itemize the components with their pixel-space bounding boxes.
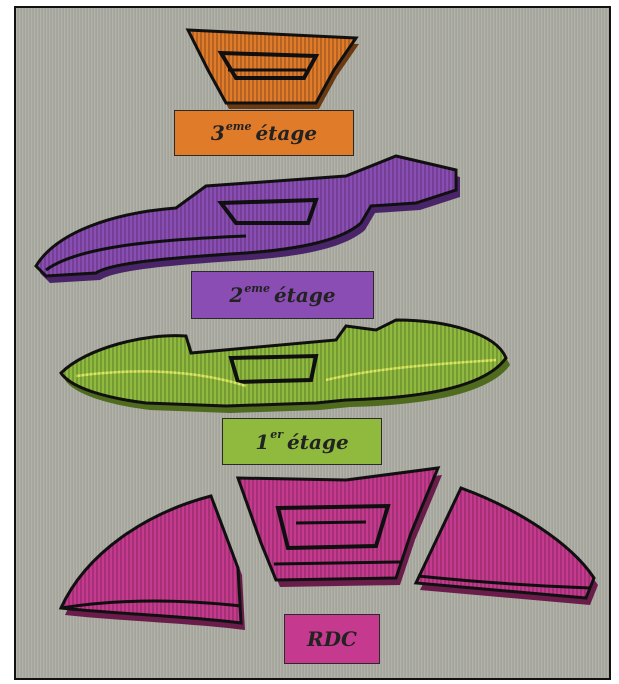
floor-2-number: 2 <box>229 283 244 307</box>
floor-2-name: étage <box>273 283 336 307</box>
floor-3-plan <box>185 28 359 109</box>
floor-3-suffix: eme <box>225 119 252 133</box>
floor-rdc-name: RDC <box>307 627 357 651</box>
floor-2-suffix: eme <box>244 281 270 295</box>
floor-3-name: étage <box>255 121 318 145</box>
floor-rdc-plan <box>58 466 598 630</box>
floor-1-number: 1 <box>255 429 270 454</box>
floor-3-number: 3 <box>210 121 225 145</box>
floor-plans-drawing <box>34 28 598 630</box>
floor-2-plan <box>34 154 460 283</box>
floor-1-suffix: er <box>270 428 284 441</box>
floor-1-plan <box>59 318 510 413</box>
floor-rdc-label: RDC <box>284 614 380 664</box>
floor-1-name: étage <box>287 429 349 454</box>
